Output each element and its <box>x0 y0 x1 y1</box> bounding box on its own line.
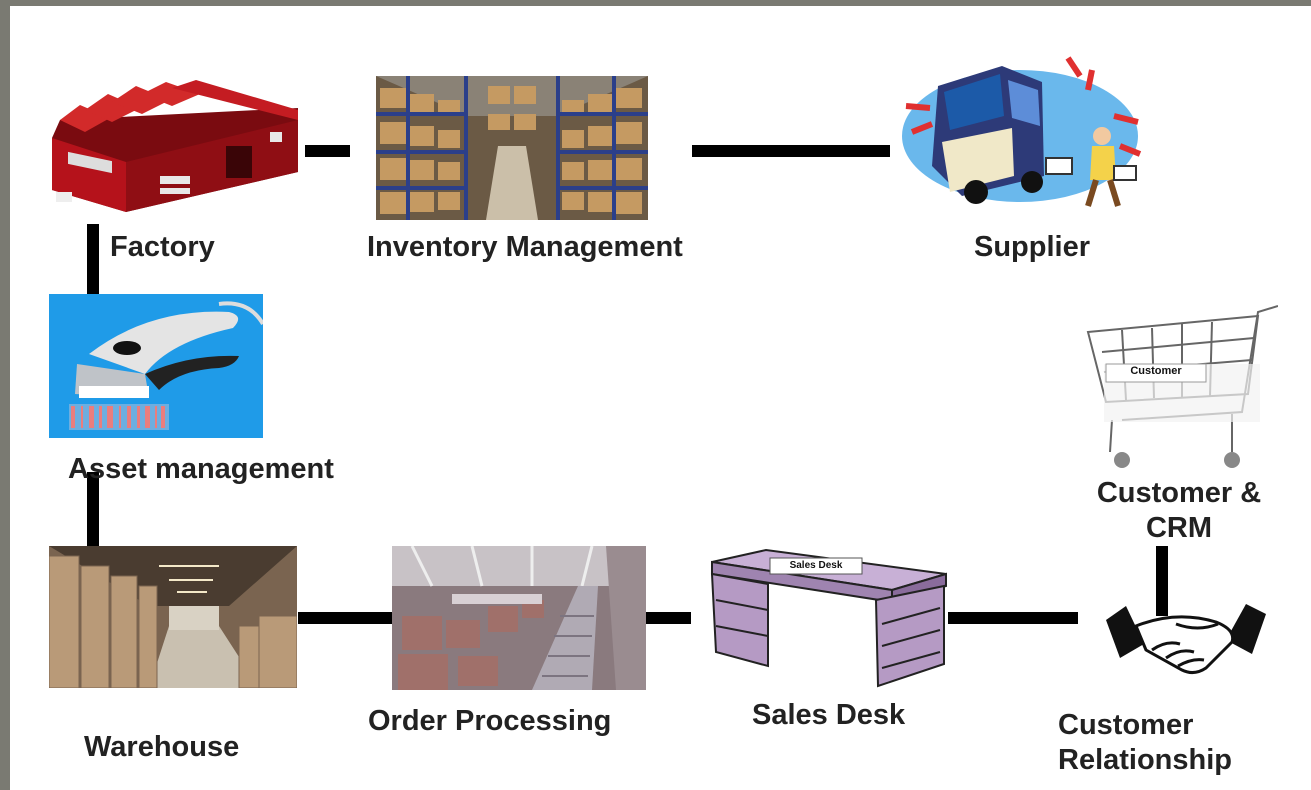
relationship-label-line1: Customer <box>1058 709 1194 741</box>
factory-icon <box>52 80 298 212</box>
connector-warehouse-order <box>298 612 394 624</box>
customer-crm-node: Customer <box>1082 302 1278 470</box>
connector-order-sales <box>646 612 691 624</box>
connector-factory-inventory <box>305 145 350 157</box>
sales-node: Sales Desk <box>706 546 950 690</box>
customer-crm-label-line2: CRM <box>1145 511 1213 544</box>
warehouse-label: Warehouse <box>84 731 240 763</box>
customer-crm-label: Customer & CRM <box>1076 476 1282 546</box>
asset-label: Asset management <box>68 453 334 485</box>
order-node <box>392 546 646 690</box>
warehouse-node <box>49 546 297 688</box>
connector-sales-relationship <box>948 612 1078 624</box>
handshake-icon <box>1106 604 1266 675</box>
warehouse-icon <box>49 546 297 688</box>
relationship-node <box>1106 592 1266 688</box>
conveyor-icon <box>392 546 646 690</box>
cart-tag: Customer <box>1130 365 1182 377</box>
factory-label: Factory <box>110 231 215 263</box>
inventory-label: Inventory Management <box>367 231 683 263</box>
order-label: Order Processing <box>368 705 612 737</box>
relationship-label: Customer Relationship <box>1058 708 1232 778</box>
factory-node <box>50 80 302 218</box>
diagram-canvas: Factory <box>10 6 1311 790</box>
connector-inventory-supplier <box>692 145 890 157</box>
connector-crm-relationship <box>1156 546 1168 616</box>
supplier-node <box>892 46 1150 218</box>
sales-label: Sales Desk <box>752 699 906 731</box>
desk-icon <box>710 548 947 688</box>
asset-node <box>49 294 263 438</box>
connector-asset-warehouse <box>87 472 99 548</box>
customer-crm-label-line1: Customer & <box>1096 477 1262 509</box>
supplier-label: Supplier <box>974 231 1091 263</box>
shopping-cart-icon <box>1086 305 1278 468</box>
barcode-scanner-icon <box>49 294 263 438</box>
delivery-truck-icon <box>902 56 1142 207</box>
connector-factory-asset <box>87 224 99 300</box>
inventory-node <box>376 76 648 220</box>
desk-tag: Sales Desk <box>789 560 843 571</box>
inventory-shelves-icon <box>376 76 648 220</box>
relationship-label-line2: Relationship <box>1058 743 1233 776</box>
